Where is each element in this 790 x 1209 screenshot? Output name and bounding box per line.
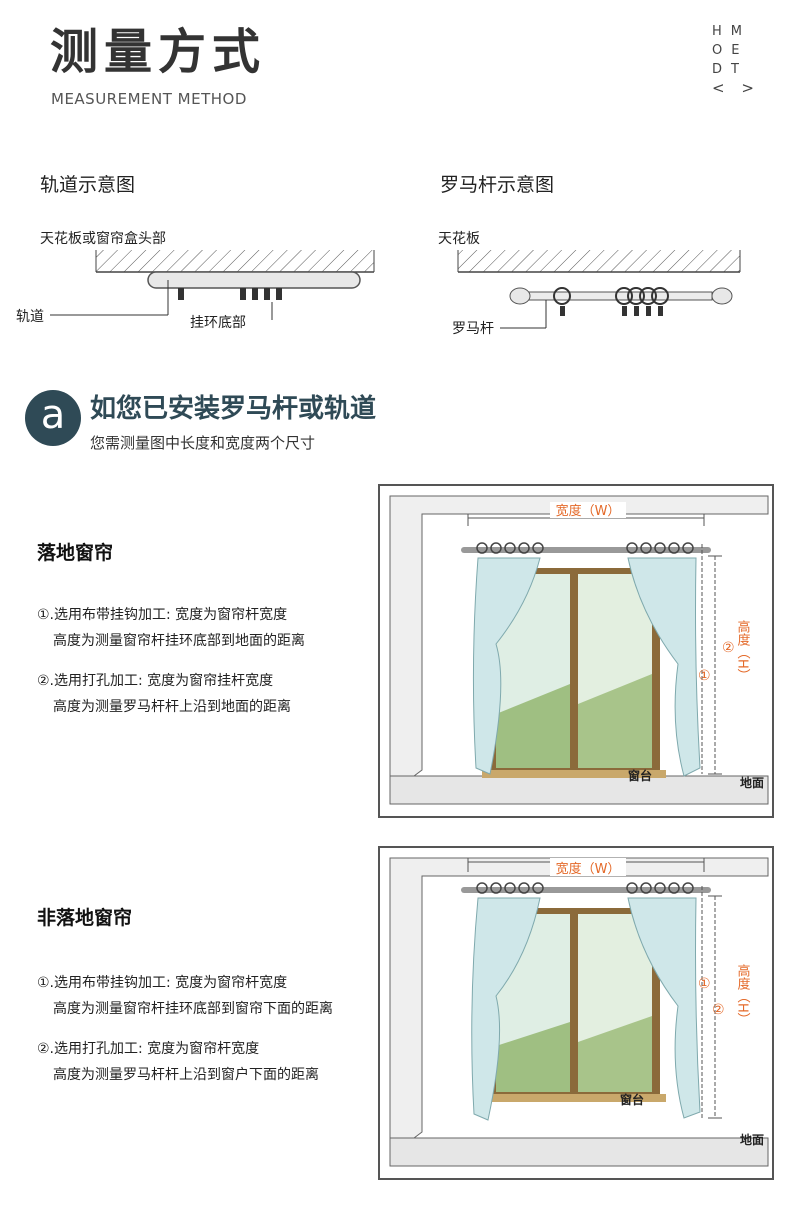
logo-line-2: OE [712,43,749,58]
track-ceiling-label: 天花板或窗帘盒头部 [40,231,166,247]
track-rail [147,271,361,289]
track-diagram [50,250,375,320]
banner-subheading: 您需测量图中长度和宽度两个尺寸 [90,434,316,452]
rod-diagram [457,250,741,329]
mark-1: ① [698,976,711,992]
floor-label: 地面 [740,1132,764,1147]
rod-diagram-title: 罗马杆示意图 [440,174,555,196]
page-title: 测量方式 [50,24,267,80]
instruction-item: ②.选用打孔加工: 宽度为窗帘挂杆宽度 高度为测量罗马杆杆上沿到地面的距离 [37,673,291,715]
mark-1: ① [698,668,711,684]
sill-label: 窗台 [628,768,652,783]
width-label: 宽度（W） [556,861,621,877]
instruction-item: ①.选用布带挂钩加工: 宽度为窗帘杆宽度 高度为测量窗帘杆挂环底部到窗帘下面的距… [37,975,333,1017]
instruction-item: ①.选用布带挂钩加工: 宽度为窗帘杆宽度 高度为测量窗帘杆挂环底部到地面的距离 [37,607,305,649]
mark-2: ② [722,640,735,656]
track-ring-label: 挂环底部 [190,315,246,331]
track-diagram-title: 轨道示意图 [40,174,136,196]
section-badge: a [25,390,81,446]
section-title-non-floor: 非落地窗帘 [37,907,133,929]
banner-heading: 如您已安装罗马杆或轨道 [90,394,377,424]
width-label: 宽度（W） [556,503,621,519]
floor-curtain-figure: 宽度（W） ② ① 高度（H） 窗台 地面 [378,484,774,818]
floor-label: 地面 [740,775,764,790]
track-label: 轨道 [16,309,44,325]
mark-2: ② [712,1002,725,1018]
non-floor-curtain-figure: 宽度（W） ① ② 高度（H） 窗台 地面 [378,846,774,1180]
logo-line-1: HM [712,24,751,39]
height-label: 高度（H） [735,963,751,1025]
logo-arrows: < > [712,79,760,97]
sill-label: 窗台 [620,1092,644,1107]
section-title-floor: 落地窗帘 [37,542,114,564]
rod-ceiling-label: 天花板 [438,231,480,247]
logo-line-3: DT [712,62,748,77]
instruction-item: ②.选用打孔加工: 宽度为窗帘杆宽度 高度为测量罗马杆杆上沿到窗户下面的距离 [37,1041,319,1083]
height-label: 高度（H） [735,619,751,681]
brand-logo: HM OE DT < > [712,22,768,98]
page-subtitle: MEASUREMENT METHOD [51,90,247,108]
rod-label: 罗马杆 [452,321,494,337]
